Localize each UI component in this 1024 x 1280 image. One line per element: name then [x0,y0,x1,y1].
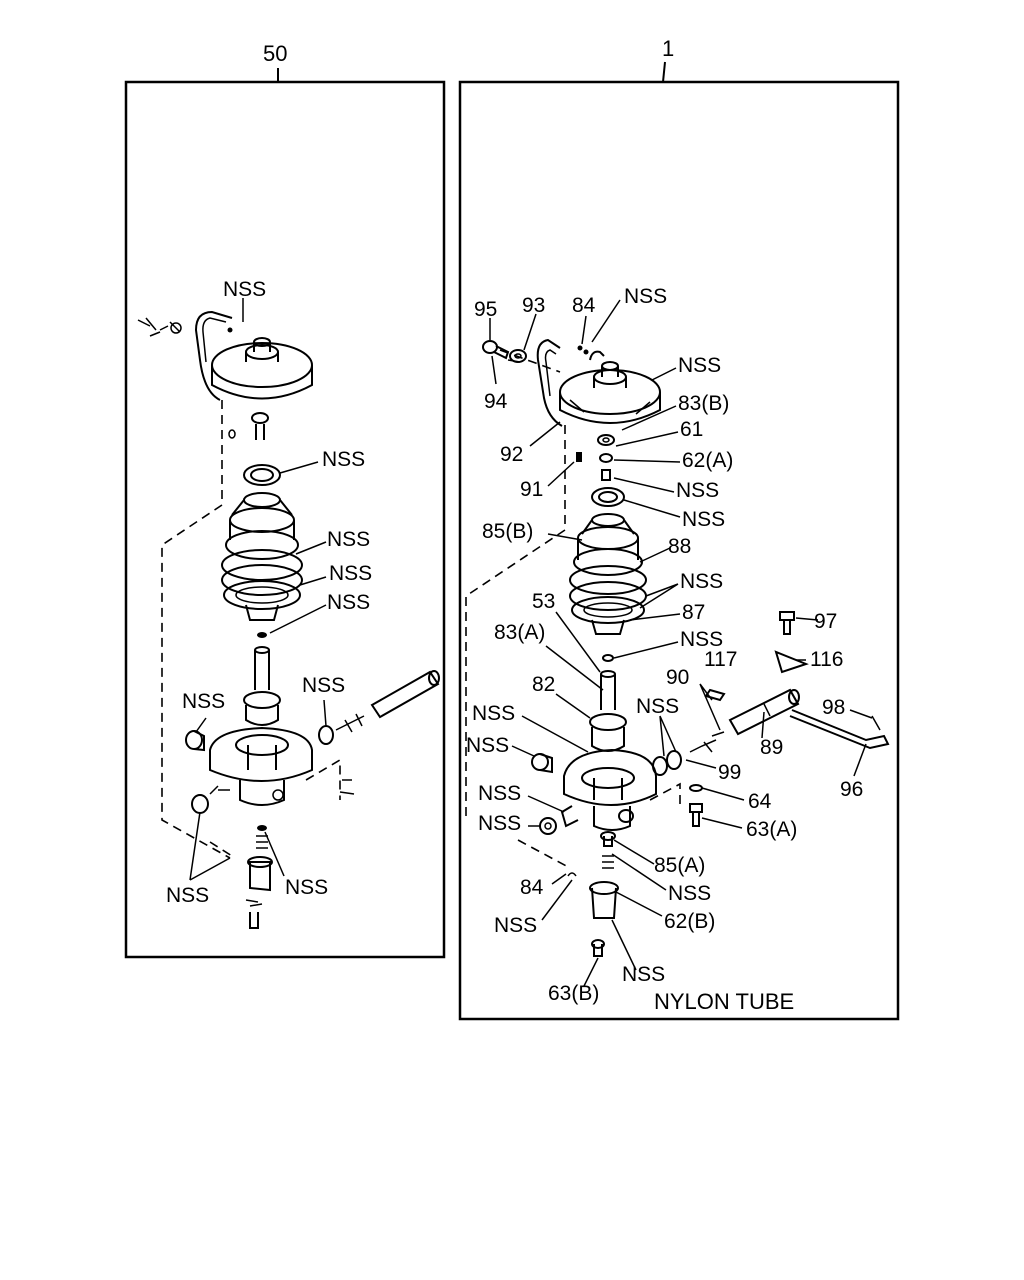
nylon-tube-note: NYLON TUBE [654,989,794,1014]
right-label-nss-c: NSS [680,570,723,593]
right-label-nss-f: NSS [636,695,679,718]
left-valve-body [209,726,313,806]
right-label-63b: 63(B) [548,982,599,1005]
left-assembly: NSS NSS NSS NSS NSS NSS NSS NSS NSS [137,278,440,929]
right-label-63a: 63(A) [746,818,797,841]
right-label-85b: 85(B) [482,520,533,543]
right-valve-body [560,748,657,831]
left-screw-stack [228,412,269,440]
right-label-97: 97 [814,610,837,633]
left-plug [185,730,205,752]
right-label-nss-top: NSS [624,285,667,308]
left-stem [243,646,281,726]
left-seal-ring [243,464,281,486]
right-bracket-116 [774,650,809,674]
right-assembly: 95 93 84 NSS NSS 94 83(B) 61 92 62(A) 91… [465,285,890,1014]
right-tube [536,338,563,427]
right-label-62a: 62(A) [682,449,733,472]
right-label-nss-a: NSS [676,479,719,502]
left-label-nss-diaphragm-3: NSS [327,591,370,614]
right-label-94: 94 [484,390,508,413]
right-label-64: 64 [748,790,772,813]
left-valve-cover [211,337,313,400]
right-lower-stack [567,831,619,957]
right-label-95: 95 [474,298,497,321]
right-seal-ring [591,487,625,507]
right-label-nss-d: NSS [680,628,723,651]
right-label-62b: 62(B) [664,910,715,933]
left-bottom-parts [209,825,273,929]
left-washer [191,794,209,814]
right-label-nss-e: NSS [472,702,515,725]
left-lever-shaft [305,670,440,800]
left-label-nss-lower-left: NSS [166,884,209,907]
left-diaphragm [221,492,303,638]
right-lever-shaft [652,688,800,776]
right-label-117: 117 [704,648,737,671]
right-label-89: 89 [760,736,783,759]
right-label-88: 88 [668,535,691,558]
right-label-99: 99 [718,761,741,784]
right-label-nss-l: NSS [622,963,665,986]
left-label-nss-ring: NSS [322,448,365,471]
left-label-nss-diaphragm-2: NSS [329,562,372,585]
right-label-nss-g: NSS [466,734,509,757]
right-cover-small-parts [576,434,615,481]
right-label-nss-i: NSS [478,812,521,835]
right-label-nss-b: NSS [682,508,725,531]
left-label-nss-diaphragm-1: NSS [327,528,370,551]
right-valve-cover [559,361,661,424]
right-label-61: 61 [680,418,703,441]
right-label-92: 92 [500,443,523,466]
right-label-53: 53 [532,590,555,613]
left-label-nss-seal: NSS [302,674,345,697]
right-label-116: 116 [810,648,843,671]
right-label-83a: 83(A) [494,621,545,644]
right-dash-line-3 [649,782,681,808]
right-label-nss-j: NSS [668,882,711,905]
right-label-nss-h: NSS [478,782,521,805]
right-label-82: 82 [532,673,555,696]
right-label-nss-k: NSS [494,914,537,937]
left-label-nss-top: NSS [223,278,266,301]
right-bolt-97 [779,611,795,635]
right-label-98: 98 [822,696,845,719]
right-diaphragm [569,513,647,662]
left-tube [194,310,233,401]
right-label-91: 91 [520,478,543,501]
left-label-nss-lower-right: NSS [285,876,328,899]
right-dash-line-1 [465,425,566,818]
right-label-96: 96 [840,778,863,801]
right-label-90: 90 [666,666,689,689]
right-panel-leader [662,61,666,83]
left-top-fittings [137,317,233,337]
right-label-87: 87 [682,601,705,624]
right-label-nss-cover: NSS [678,354,721,377]
right-top-fittings [482,340,605,363]
right-bolt-63a [689,784,703,827]
right-rod-96 [789,709,890,750]
right-label-84-top: 84 [572,294,596,317]
right-stem [589,670,627,752]
right-dash-line-2 [517,839,571,869]
left-panel-frame [124,80,446,959]
right-panel-number: 1 [662,36,674,61]
right-panel-frame [458,80,900,1021]
right-label-93: 93 [522,294,545,317]
right-label-83b: 83(B) [678,392,729,415]
right-label-85a: 85(A) [654,854,705,877]
left-label-nss-plug: NSS [182,690,225,713]
left-panel-number: 50 [263,41,287,66]
right-side-plugs [531,753,557,835]
right-label-84-bottom: 84 [520,876,544,899]
